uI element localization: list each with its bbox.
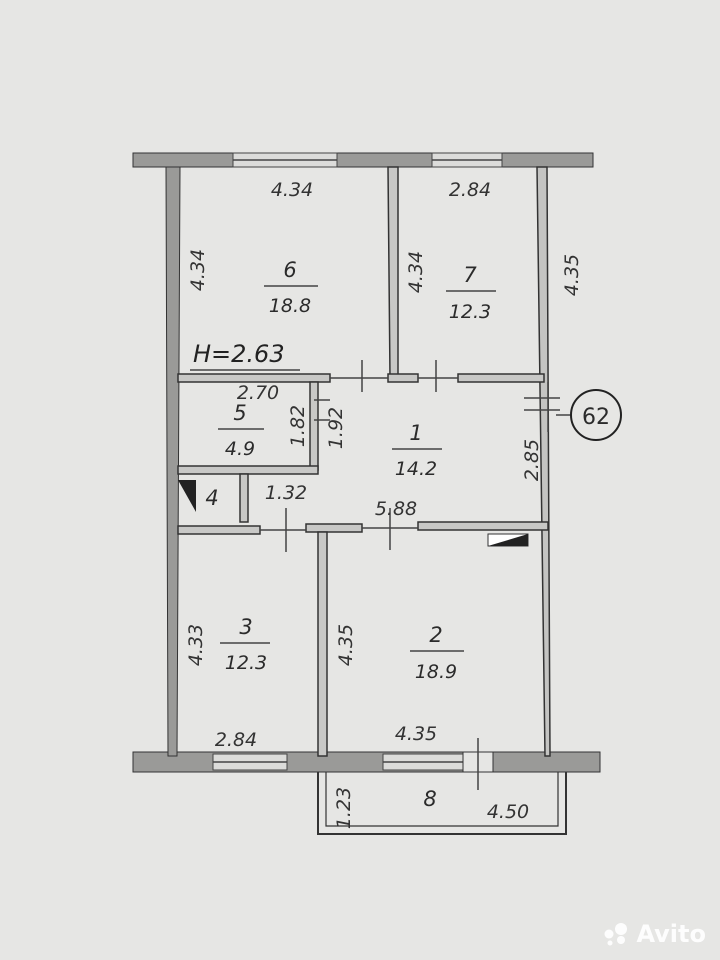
dim-corridor-bottom: 5.88: [375, 498, 417, 520]
dim-room6-top: 4.34: [271, 179, 313, 201]
room-6-area: 18.8: [269, 295, 311, 317]
wall-5-right: [309, 381, 319, 471]
dim-room5-side-a: 1.82: [287, 405, 309, 447]
room-7-area: 12.3: [449, 301, 491, 323]
top-exterior-wall: [132, 152, 594, 168]
corridor-bottom-wall-mid: [305, 523, 363, 533]
bottom-exterior-wall: [132, 751, 601, 773]
room-5-area: 4.9: [225, 438, 255, 460]
dim-room7-left: 4.34: [405, 251, 427, 293]
dim-room6-left: 4.34: [187, 249, 209, 291]
left-exterior-wall: [165, 166, 181, 757]
wall-7-bottom: [457, 373, 545, 383]
dim-room5-top: 2.70: [237, 382, 279, 404]
corridor-bottom-wall-left: [177, 525, 261, 535]
wall-5-bottom: [177, 465, 319, 475]
room-2-area: 18.9: [415, 661, 457, 683]
room-1-number: 1: [409, 421, 422, 445]
dim-room7-top: 2.84: [449, 179, 491, 201]
balcony-outline: [317, 772, 567, 835]
avito-watermark-text: Avito: [636, 920, 706, 948]
wall-4-right: [239, 473, 249, 523]
building-marker-number: 62: [582, 405, 610, 430]
corridor-bottom-wall-right: [417, 521, 549, 531]
wall-6-bottom: [177, 373, 331, 383]
wall-6-7: [387, 166, 399, 379]
building-marker-circle: [570, 389, 622, 441]
dim-room3-left: 4.33: [185, 624, 207, 666]
dim-room4-width: 1.32: [265, 482, 307, 504]
dim-room5-side-b: 1.92: [325, 407, 347, 449]
wall-3-2: [317, 531, 328, 757]
dim-room2-bottom: 4.35: [395, 723, 437, 745]
room-6-number: 6: [283, 258, 296, 282]
right-exterior-wall: [536, 166, 551, 757]
dim-room1-right: 2.85: [521, 439, 543, 481]
dim-balcony-width: 4.50: [487, 801, 529, 823]
avito-watermark: Avito: [602, 920, 706, 948]
room-8-number: 8: [423, 787, 436, 811]
room2-corner-mark: [488, 534, 528, 546]
dim-balcony-side: 1.23: [333, 787, 355, 829]
room-3-area: 12.3: [225, 652, 267, 674]
room-1-area: 14.2: [395, 458, 437, 480]
room-7-number: 7: [463, 263, 477, 287]
dim-room2-left: 4.35: [335, 624, 357, 666]
room-5-number: 5: [233, 401, 246, 425]
room-2-number: 2: [429, 623, 442, 647]
avito-logo-icon: [604, 923, 628, 946]
ceiling-height: H=2.63: [193, 340, 285, 368]
room4-cabinet-mark: [178, 480, 196, 512]
dim-right-top: 4.35: [561, 254, 583, 296]
room-4-number: 4: [205, 486, 218, 510]
room-3-number: 3: [239, 615, 252, 639]
dim-room3-bottom: 2.84: [215, 729, 257, 751]
